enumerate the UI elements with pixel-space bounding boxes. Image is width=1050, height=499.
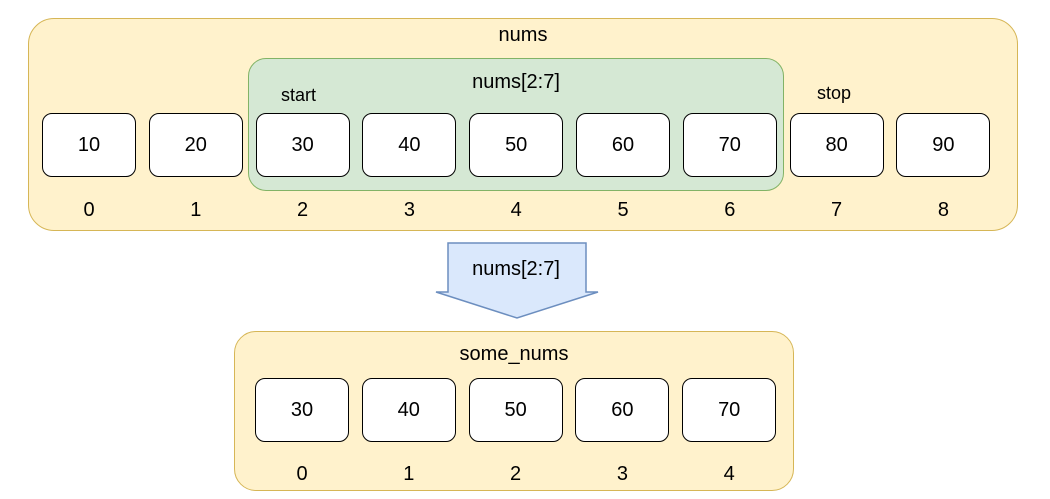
nums-cell: 90 xyxy=(896,113,991,177)
some-nums-cell: 40 xyxy=(361,378,456,442)
slice-arrow-shape xyxy=(435,242,599,319)
nums-cell: 50 xyxy=(469,113,564,177)
nums-index: 3 xyxy=(403,199,415,221)
nums-index: 5 xyxy=(617,199,629,221)
nums-index: 4 xyxy=(510,199,522,221)
nums-cell: 70 xyxy=(682,113,777,177)
some-nums-index: 2 xyxy=(510,463,522,485)
nums-cell: 40 xyxy=(362,113,457,177)
some-nums-cell: 70 xyxy=(682,378,777,442)
stop-label: stop xyxy=(817,83,852,103)
some-nums-cell: 30 xyxy=(255,378,349,442)
some-nums-title: some_nums xyxy=(459,343,569,365)
start-label: start xyxy=(281,85,317,105)
nums-title: nums xyxy=(498,24,548,46)
arrow-label: nums[2:7] xyxy=(472,258,560,280)
nums-index: 0 xyxy=(83,199,95,221)
some-nums-cell: 60 xyxy=(575,378,670,442)
some-nums-index: 1 xyxy=(403,463,415,485)
nums-index: 2 xyxy=(297,199,309,221)
nums-cell: 20 xyxy=(148,113,243,177)
nums-index: 6 xyxy=(724,199,736,221)
nums-cell: 60 xyxy=(576,113,670,177)
nums-index: 1 xyxy=(190,199,202,221)
some-nums-cell: 50 xyxy=(468,378,563,442)
some-nums-index: 0 xyxy=(296,463,308,485)
nums-index: 7 xyxy=(831,199,843,221)
some-nums-index: 4 xyxy=(723,463,735,485)
nums-index: 8 xyxy=(937,199,949,221)
some-nums-index: 3 xyxy=(616,463,628,485)
nums-cell: 10 xyxy=(42,113,136,177)
slice-arrow-icon xyxy=(435,242,599,319)
slice-label: nums[2:7] xyxy=(472,71,560,93)
nums-cell: 30 xyxy=(255,113,350,177)
nums-cell: 80 xyxy=(789,113,884,177)
